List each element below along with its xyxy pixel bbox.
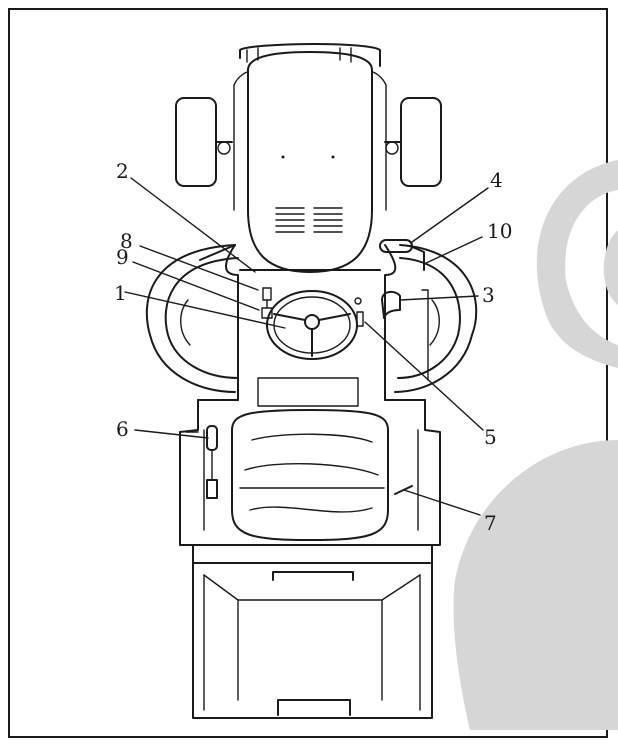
leader-lines [124, 177, 489, 516]
callout-8: 8 [120, 229, 133, 253]
hood [233, 51, 387, 273]
front-wheels [175, 97, 442, 187]
mower-deck [145, 244, 478, 393]
callout-labels: 2 4 10 8 9 1 3 5 6 7 [114, 159, 512, 535]
front-bumper [239, 43, 381, 67]
callout-5: 5 [484, 425, 497, 449]
rear-body [179, 399, 441, 546]
body-frame [199, 244, 397, 407]
seat [231, 409, 389, 541]
callout-9: 9 [116, 245, 129, 269]
callout-2: 2 [116, 159, 129, 183]
callout-7: 7 [484, 511, 497, 535]
callout-4: 4 [490, 168, 503, 192]
callout-6: 6 [116, 417, 129, 441]
watermark [453, 160, 618, 730]
steering-wheel [266, 290, 358, 360]
callout-1: 1 [114, 281, 127, 305]
callout-3: 3 [482, 283, 495, 307]
lift-lever [206, 425, 218, 499]
dash-controls [261, 239, 429, 381]
figure-frame [8, 8, 608, 738]
callout-10: 10 [487, 219, 512, 243]
grass-collector [192, 544, 433, 719]
